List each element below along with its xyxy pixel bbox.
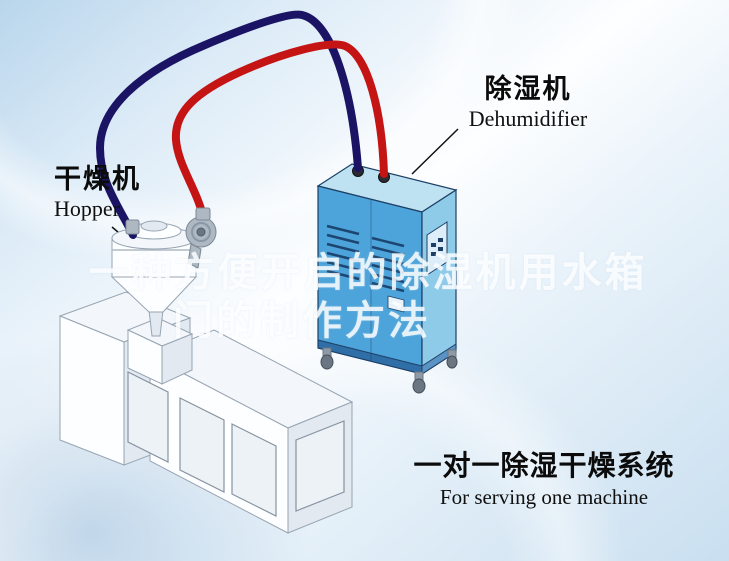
dehumidifier-callout-line	[411, 128, 459, 175]
hopper-label: 干燥机 Hopper	[54, 164, 141, 222]
hopper-label-en: Hopper	[54, 196, 120, 222]
dehumidifier-label: 除湿机 Dehumidifier	[452, 74, 604, 132]
watermark-line-2: 门的制作方法	[173, 299, 431, 343]
system-caption: 一对一除湿干燥系统 For serving one machine	[398, 450, 690, 510]
dehumidifier-label-en: Dehumidifier	[468, 106, 588, 132]
blower-hose-elbow	[195, 207, 211, 221]
lid-hose-fitting	[125, 219, 140, 235]
system-caption-cn: 一对一除湿干燥系统	[413, 450, 675, 481]
system-caption-en: For serving one machine	[439, 485, 649, 510]
dehumidifier-label-cn: 除湿机	[484, 74, 572, 104]
hopper-outlet-tube	[148, 309, 164, 337]
hopper-label-cn: 干燥机	[54, 164, 141, 194]
